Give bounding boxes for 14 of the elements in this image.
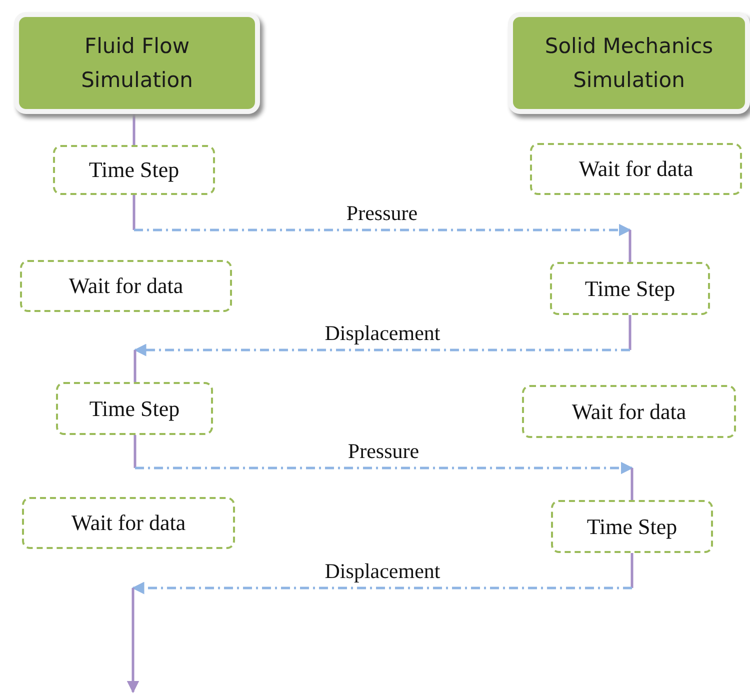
process-box: Solid Mechanics Simulation	[508, 12, 750, 114]
arrow	[134, 315, 632, 356]
step-box: Time Step	[56, 382, 213, 435]
step-box: Wait for data	[522, 385, 736, 438]
step-box: Time Step	[53, 145, 215, 195]
step-box: Time Step	[550, 262, 710, 315]
step-box: Wait for data	[530, 143, 742, 195]
arrow	[132, 195, 632, 236]
step-box: Wait for data	[20, 260, 232, 312]
step-box: Time Step	[551, 500, 713, 553]
arrow	[134, 435, 634, 474]
process-box: Fluid Flow Simulation	[14, 12, 260, 114]
arrow	[132, 553, 634, 594]
step-box: Wait for data	[22, 497, 235, 549]
